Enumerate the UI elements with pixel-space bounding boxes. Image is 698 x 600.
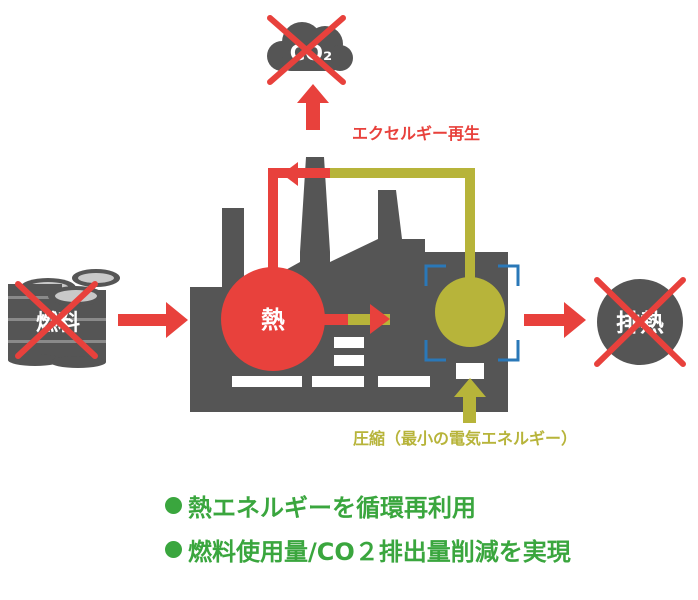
bullet-dot-icon	[165, 540, 182, 558]
benefits-list: 熱エネルギーを循環再利用 燃料使用量/CO２排出量削減を実現	[165, 483, 571, 571]
exhaust-heat: 排熱	[594, 277, 686, 367]
benefit-text: 燃料使用量/CO２排出量削減を実現	[188, 537, 571, 566]
heat-to-compressor-arrowhead	[370, 304, 390, 334]
bullet-dot-icon	[165, 496, 182, 514]
heat-label: 熱	[261, 306, 285, 334]
compressor-circle	[435, 277, 505, 347]
compression-up-arrow	[454, 378, 486, 423]
regen-loop-red	[268, 168, 330, 280]
regen-arrowhead	[282, 162, 298, 186]
regen-loop-olive	[330, 168, 475, 312]
benefit-text: 熱エネルギーを循環再利用	[188, 493, 476, 522]
fuel-cross-icon	[15, 281, 98, 359]
co2-up-arrow	[297, 84, 329, 130]
heat-circle: 熱	[221, 267, 325, 371]
exhaust-cross-icon	[594, 277, 686, 367]
benefit-item: 熱エネルギーを循環再利用	[165, 483, 571, 527]
co2-cloud: CO₂	[267, 15, 353, 85]
fuel-to-factory-arrow	[118, 302, 188, 338]
compression-label: 圧縮（最小の電気エネルギー）	[353, 429, 577, 448]
co2-cross-icon	[267, 15, 346, 85]
compressor-unit	[424, 264, 520, 362]
exergy-regeneration-label: エクセルギー再生	[352, 124, 480, 143]
benefit-item: 燃料使用量/CO２排出量削減を実現	[165, 527, 571, 571]
to-exhaust-arrow	[524, 302, 586, 338]
fuel-drums: 燃料	[8, 269, 120, 368]
